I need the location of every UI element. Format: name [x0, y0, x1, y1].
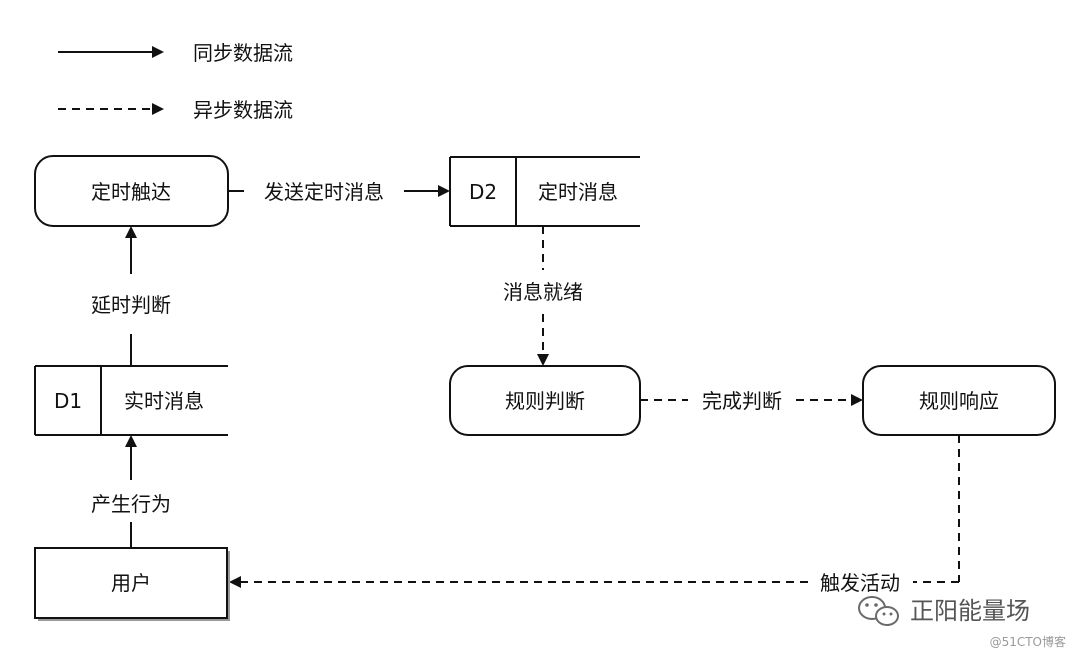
process-timed-reach: 定时触达 — [34, 155, 229, 227]
store-d1-name: 实时消息 — [124, 389, 204, 413]
process-rule-judge: 规则判断 — [449, 365, 641, 436]
flow-send-label: 发送定时消息 — [264, 180, 384, 204]
flow-send-timed-message: 发送定时消息 — [228, 180, 450, 204]
entity-user-label: 用户 — [111, 571, 151, 595]
flow-delay-label: 延时判断 — [91, 293, 171, 317]
flow-produce-label: 产生行为 — [91, 492, 171, 516]
watermark-source: @51CTO博客 — [990, 634, 1066, 649]
watermark: 正阳能量场 @51CTO博客 — [858, 596, 1066, 649]
store-d2: D2 定时消息 — [449, 156, 640, 227]
watermark-account: 正阳能量场 — [910, 597, 1030, 625]
flow-delay-judgment: 延时判断 — [91, 226, 171, 366]
flow-trigger-label: 触发活动 — [820, 571, 900, 595]
flow-complete-judgment: 完成判断 — [640, 389, 863, 413]
legend-sync-label: 同步数据流 — [193, 41, 293, 65]
flow-produce-behavior: 产生行为 — [91, 435, 171, 547]
store-d1: D1 实时消息 — [34, 365, 228, 436]
process-rule-judge-label: 规则判断 — [505, 389, 585, 413]
entity-user: 用户 — [34, 547, 230, 621]
legend-async-label: 异步数据流 — [193, 98, 293, 122]
flow-ready-label: 消息就绪 — [503, 280, 583, 304]
store-d2-name: 定时消息 — [538, 180, 618, 204]
legend: 同步数据流 异步数据流 — [58, 41, 293, 122]
store-d1-id: D1 — [54, 389, 82, 413]
flow-complete-label: 完成判断 — [702, 389, 782, 413]
process-rule-response-label: 规则响应 — [919, 389, 999, 413]
flow-message-ready: 消息就绪 — [503, 226, 583, 366]
store-d2-id: D2 — [469, 180, 497, 204]
flow-trigger-activity: 触发活动 — [229, 435, 960, 595]
process-timed-reach-label: 定时触达 — [91, 180, 171, 204]
wechat-icon — [858, 596, 899, 626]
process-rule-response: 规则响应 — [862, 365, 1056, 436]
entity-user-box — [34, 547, 228, 619]
